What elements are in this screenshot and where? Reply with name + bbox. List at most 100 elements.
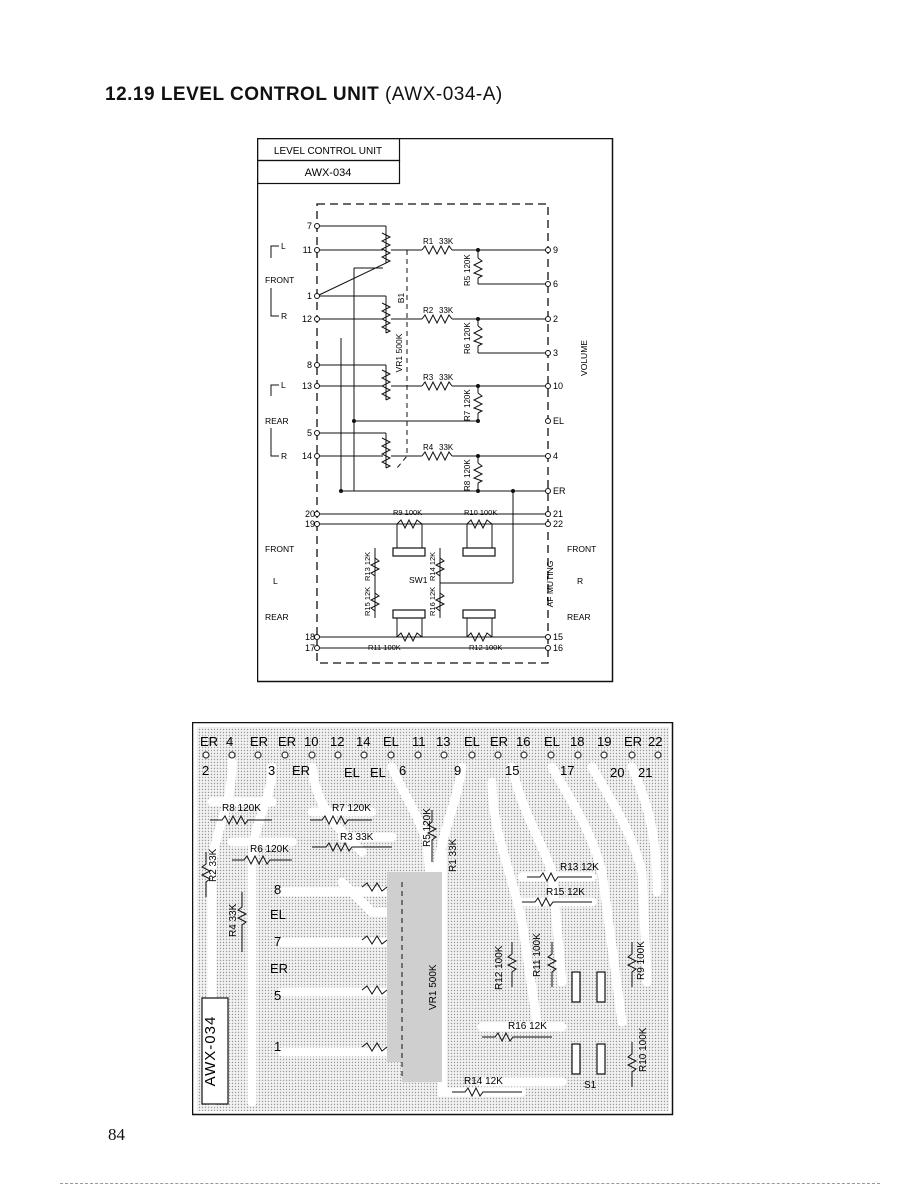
term-left: 14	[302, 451, 312, 461]
page-title: 12.19 LEVEL CONTROL UNIT (AWX-034-A)	[105, 84, 503, 106]
resistor-value: 120K	[463, 322, 472, 341]
pcb-terminal-label: EL	[370, 765, 386, 780]
term-right: 3	[553, 348, 558, 358]
pcb-part-label: R3 33K	[340, 832, 374, 843]
muting-resistor-label: R13 12K	[363, 552, 372, 581]
pcb-part-label: R16 12K	[508, 1021, 547, 1032]
box-model: AWX-034	[305, 167, 352, 179]
pcb-terminal-label: 21	[638, 765, 652, 780]
pcb-terminal-label: 18	[570, 734, 584, 749]
pcb-terminal-label: 10	[304, 734, 318, 749]
term-left: 17	[305, 643, 315, 653]
term-right: 9	[553, 245, 558, 255]
term-right: ER	[553, 486, 566, 496]
term-right: 15	[553, 632, 563, 642]
term-left: 20	[305, 509, 315, 519]
pcb-terminal-label: 14	[356, 734, 370, 749]
resistor-value: 33K	[439, 443, 454, 452]
label-af-muting: AF MUTING	[545, 561, 555, 608]
label-front: FRONT	[265, 544, 294, 554]
pcb-part-label: R5 120K	[422, 808, 433, 847]
label-front: FRONT	[265, 275, 294, 285]
label-rear: REAR	[265, 416, 289, 426]
term-right: 2	[553, 314, 558, 324]
label-r: R	[281, 451, 287, 461]
pcb-terminal-label: 3	[268, 763, 275, 778]
resistor-value: 120K	[463, 254, 472, 273]
pcb-terminal-label: EL	[270, 907, 286, 922]
pcb-terminal-label: ER	[624, 734, 642, 749]
pcb-part-label: R4 33K	[228, 903, 239, 937]
pcb-terminal-label: 15	[505, 763, 519, 778]
pcb-terminal-label: 1	[274, 1039, 281, 1054]
pcb-terminal-label: EL	[344, 765, 360, 780]
term-left: 18	[305, 632, 315, 642]
pcb-part-label: R13 12K	[560, 862, 599, 873]
resistor-label: R5	[463, 275, 472, 286]
term-left: 13	[302, 381, 312, 391]
term-left: 8	[307, 360, 312, 370]
muting-resistor-label: R10 100K	[464, 508, 497, 517]
label-front: FRONT	[567, 544, 596, 554]
pcb-terminal-label: 2	[202, 763, 209, 778]
term-left: 5	[307, 428, 312, 438]
box-title: LEVEL CONTROL UNIT	[274, 146, 382, 157]
section-title: LEVEL CONTROL UNIT	[160, 84, 380, 105]
pcb-part-label: VR1 500K	[428, 964, 439, 1010]
pcb-terminal-label: 4	[226, 734, 233, 749]
pcb-top-terminals: ER 4 ER ER 10 12 14 EL 11 13 EL ER 16 EL…	[200, 734, 662, 749]
resistor-label: R3	[423, 373, 434, 382]
pcb-terminal-label: ER	[200, 734, 218, 749]
term-left: 7	[307, 221, 312, 231]
pcb-part-label: R12 100K	[494, 945, 505, 990]
pcb-terminal-label: 9	[454, 763, 461, 778]
label-rear: REAR	[567, 612, 591, 622]
resistor-value: 33K	[439, 306, 454, 315]
page-number: 84	[108, 1125, 125, 1144]
term-left: 11	[303, 245, 312, 255]
muting-resistor-label: R15 12K	[363, 587, 372, 616]
label-volume: VOLUME	[579, 340, 589, 376]
pcb-terminal-label: ER	[270, 961, 288, 976]
pcb-terminal-label: 16	[516, 734, 530, 749]
pcb-part-label: R1 33K	[448, 838, 459, 872]
term-left: 12	[302, 314, 312, 324]
term-right: 16	[553, 643, 563, 653]
pcb-part-label: R9 100K	[636, 941, 647, 980]
pcb-board-label: AWX-034	[202, 1016, 219, 1087]
label-b1: B1	[396, 293, 406, 304]
resistor-label: R8	[463, 480, 472, 491]
pcb-part-label: R2 33K	[208, 848, 219, 882]
resistor-label: R1	[423, 237, 434, 246]
pcb-part-label: R8 120K	[222, 803, 261, 814]
resistor-label: R4	[423, 443, 434, 452]
resistor-label: R2	[423, 306, 434, 315]
resistor-label: R6	[463, 343, 472, 354]
section-number: 12.19	[105, 84, 156, 105]
pcb-terminal-label: 22	[648, 734, 662, 749]
pcb-terminal-label: 6	[399, 763, 406, 778]
pcb-terminal-label: 8	[274, 882, 281, 897]
pcb-terminal-label: 17	[560, 763, 574, 778]
muting-resistor-label: R14 12K	[428, 552, 437, 581]
term-right: 21	[553, 509, 563, 519]
pcb-terminal-label: ER	[250, 734, 268, 749]
right-terminals: 9 6 2 3 10 EL 4 ER 21 22 15 16	[553, 245, 566, 653]
term-left: 1	[307, 291, 312, 301]
resistor-value: 120K	[463, 389, 472, 408]
pcb-terminal-label: 20	[610, 765, 624, 780]
muting-resistor-label: R11 100K	[368, 643, 401, 652]
model-code: (AWX-034-A)	[384, 84, 503, 105]
resistor-label: R7	[463, 410, 472, 421]
pcb-part-label: R10 100K	[638, 1027, 649, 1072]
muting-resistor-label: R16 12K	[428, 587, 437, 616]
pcb-terminal-label: ER	[278, 734, 296, 749]
pcb-terminal-label: 11	[412, 734, 426, 749]
resistor-value: 120K	[463, 459, 472, 478]
label-r: R	[281, 311, 287, 321]
muting-resistor-label: R12 100K	[469, 643, 502, 652]
pcb-terminal-label: 19	[597, 734, 611, 749]
label-r: R	[577, 576, 583, 586]
term-right: EL	[553, 416, 564, 426]
bottom-rule	[60, 1183, 880, 1184]
